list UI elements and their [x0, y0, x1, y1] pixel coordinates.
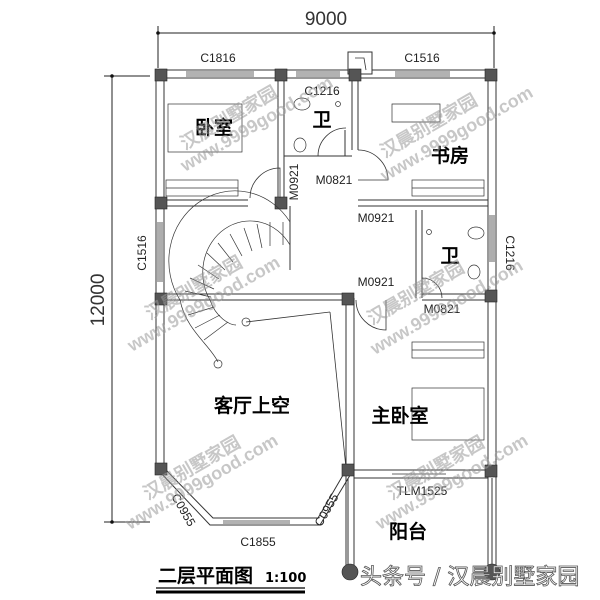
drawing-title: 二层平面图 — [158, 565, 253, 587]
room-living-void: 客厅上空 — [214, 394, 290, 417]
dimension-left: 12000 — [88, 74, 150, 524]
fixtures — [165, 97, 485, 441]
door-label-study: M0921 — [358, 211, 395, 225]
height-dimension: 12000 — [88, 274, 109, 327]
room-balcony: 阳台 — [389, 520, 427, 543]
room-bathroom-right: 卫 — [440, 245, 459, 267]
windows-glyphs — [157, 71, 495, 524]
watermarks: 汉晨别墅家园 www.9999good.com 汉晨别墅家园 www.9999g… — [121, 72, 536, 534]
room-bedroom: 卧室 — [195, 116, 233, 139]
dimension-top: 9000 — [156, 9, 496, 68]
window-label-c1855: C1855 — [240, 535, 276, 549]
door-label-bedroom: M0921 — [287, 163, 301, 200]
door-label-master: M0921 — [358, 275, 395, 289]
door-label-bath-right: M0821 — [424, 302, 461, 316]
door-label-balcony: TLM1525 — [397, 484, 448, 498]
window-label-c1516-top: C1516 — [404, 51, 440, 65]
window-label-c1816: C1816 — [200, 51, 236, 65]
room-study: 书房 — [431, 144, 469, 167]
window-label-c1216-right: C1216 — [503, 235, 517, 271]
drawing-scale: 1:100 — [265, 571, 306, 586]
room-master-bedroom: 主卧室 — [371, 404, 428, 427]
walls — [155, 69, 497, 570]
room-bathroom-upper: 卫 — [312, 109, 331, 131]
drawing-title-block: 二层平面图 1:100 — [156, 565, 306, 594]
door-label-bath-upper: M0821 — [316, 173, 353, 187]
columns — [154, 68, 501, 581]
window-label-c1216-top: C1216 — [304, 84, 340, 98]
window-label-c1516-left: C1516 — [135, 235, 149, 271]
spiral-staircase — [168, 190, 291, 369]
window-label-c0955-right: C0955 — [312, 491, 342, 529]
footer-watermark: 头条号 / 汉晨别墅家园 — [360, 565, 579, 590]
door-swings — [249, 127, 443, 331]
width-dimension: 9000 — [305, 9, 347, 30]
